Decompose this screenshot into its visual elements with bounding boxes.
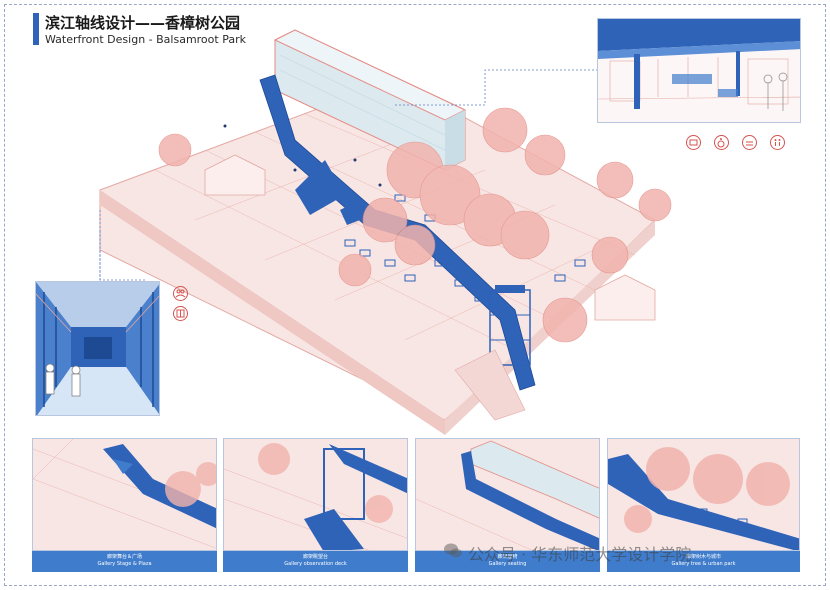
bench-icon (742, 135, 757, 150)
caption-tree-urban-park-en: Gallery tree & urban park (671, 561, 736, 567)
caption-gallery-seating: 廊架座椅 Gallery seating (415, 551, 600, 572)
caption-stage-plaza: 廊架舞台＆广场 Gallery Stage & Plaza (32, 551, 217, 572)
caption-observation-deck-en: Gallery observation deck (284, 561, 347, 567)
caption-stage-plaza-en: Gallery Stage & Plaza (97, 561, 152, 567)
axonometric-site-plan (99, 29, 672, 435)
thumb-gallery-seating (415, 438, 600, 551)
caption-stage-plaza-zh: 廊架舞台＆广场 (106, 554, 142, 560)
caption-observation-deck: 廊架眺望台 Gallery observation deck (223, 551, 408, 572)
wechat-icon (444, 543, 462, 558)
inset-gallery-tunnel-view (35, 281, 160, 416)
page-title: 滨江轴线设计——香樟树公园 (45, 14, 241, 32)
thumb-observation-deck (223, 438, 408, 551)
leader-line-left (99, 210, 101, 285)
people-stamp-icon (173, 286, 188, 301)
thumb-tree-urban-park (607, 438, 800, 551)
observation-tower (489, 285, 531, 366)
watermark-text: 公众号 · 华东师范大学设计学院 (468, 545, 692, 564)
caption-tree-urban-park-zh: 廊架树木与城市 (685, 554, 721, 560)
page-subtitle: Waterfront Design - Balsamroot Park (45, 33, 246, 46)
wheelchair-icon (714, 135, 729, 150)
restroom-icon (770, 135, 785, 150)
gallery-stamp-icon (173, 306, 188, 321)
thumb-stage-plaza (32, 438, 217, 551)
title-accent-bar (33, 13, 39, 45)
gallery-icon (686, 135, 701, 150)
caption-gallery-seating-zh: 廊架座椅 (497, 554, 518, 560)
caption-tree-urban-park: 廊架树木与城市 Gallery tree & urban park (607, 551, 800, 572)
caption-observation-deck-zh: 廊架眺望台 (302, 554, 328, 560)
page-frame (4, 4, 826, 586)
caption-gallery-seating-en: Gallery seating (488, 561, 527, 567)
inset-underpass-view (597, 18, 801, 123)
